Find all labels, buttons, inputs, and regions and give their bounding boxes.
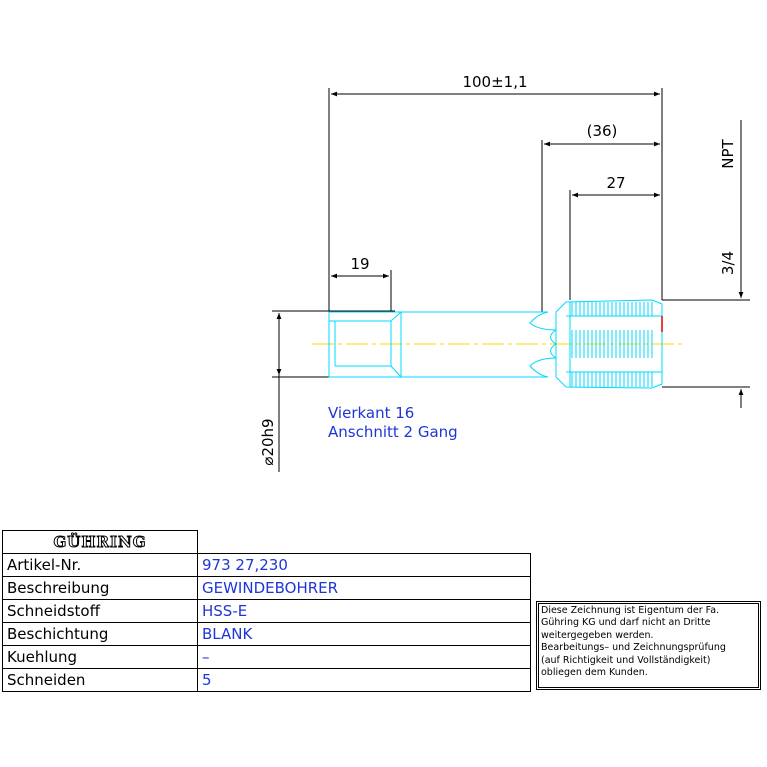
note-square: Vierkant 16 [328, 404, 414, 422]
dimension-lines [276, 91, 744, 472]
dim-thread-length: 27 [606, 174, 625, 192]
cooling-label: Kuehlung [2, 645, 198, 669]
coating-value: BLANK [197, 622, 531, 646]
disclaimer-line: Bearbeitungs– und Zeichnungsprüfung [541, 642, 726, 654]
dim-thread-section: (36) [587, 122, 618, 140]
title-block-row-cooling: Kuehlung – [2, 645, 531, 669]
title-block: GÜHRING Artikel-Nr. 973 27,230 Beschreib… [2, 530, 531, 692]
article-number-value: 973 27,230 [197, 553, 531, 577]
thread-teeth [571, 302, 653, 387]
coating-label: Beschichtung [2, 622, 198, 646]
description-label: Beschreibung [2, 576, 198, 600]
guehring-logo: GÜHRING [2, 530, 198, 554]
article-number-label: Artikel-Nr. [2, 553, 198, 577]
square-drive [328, 311, 402, 378]
disclaimer-line: Diese Zeichnung ist Eigentum der Fa. [541, 605, 720, 616]
dim-shank-diameter: ⌀20h9 [259, 418, 277, 465]
title-block-row-description: Beschreibung GEWINDEBOHRER [2, 576, 531, 600]
description-value: GEWINDEBOHRER [197, 576, 531, 600]
title-block-row-flutes: Schneiden 5 [2, 668, 531, 692]
title-block-row-article: Artikel-Nr. 973 27,230 [2, 553, 531, 577]
disclaimer-line: weitergegeben werden. [541, 629, 654, 641]
material-value: HSS-E [197, 599, 531, 623]
flutes-value: 5 [197, 668, 531, 692]
dim-thread-fraction: 3/4 [719, 251, 737, 275]
material-label: Schneidstoff [2, 599, 198, 623]
title-block-row-material: Schneidstoff HSS-E [2, 599, 531, 623]
disclaimer-line: obliegen dem Kunden. [541, 667, 648, 679]
title-block-row-coating: Beschichtung BLANK [2, 622, 531, 646]
disclaimer-line: (auf Richtigkeit und Vollständigkeit) [541, 654, 711, 666]
tap-tool-body [328, 299, 663, 389]
thread-section [555, 299, 663, 389]
disclaimer-box: Diese Zeichnung ist Eigentum der Fa. Güh… [536, 601, 761, 690]
dim-thread-type: NPT [719, 138, 737, 168]
cooling-value: – [197, 645, 531, 669]
extension-lines [272, 88, 750, 388]
dim-square-length: 19 [350, 255, 369, 273]
dim-overall-length: 100±1,1 [462, 73, 527, 91]
note-chamfer: Anschnitt 2 Gang [328, 423, 458, 441]
title-block-logo-row: GÜHRING [2, 530, 531, 554]
flutes-label: Schneiden [2, 668, 198, 692]
disclaimer-line: Gühring KG und darf nicht an Dritte [541, 617, 711, 629]
